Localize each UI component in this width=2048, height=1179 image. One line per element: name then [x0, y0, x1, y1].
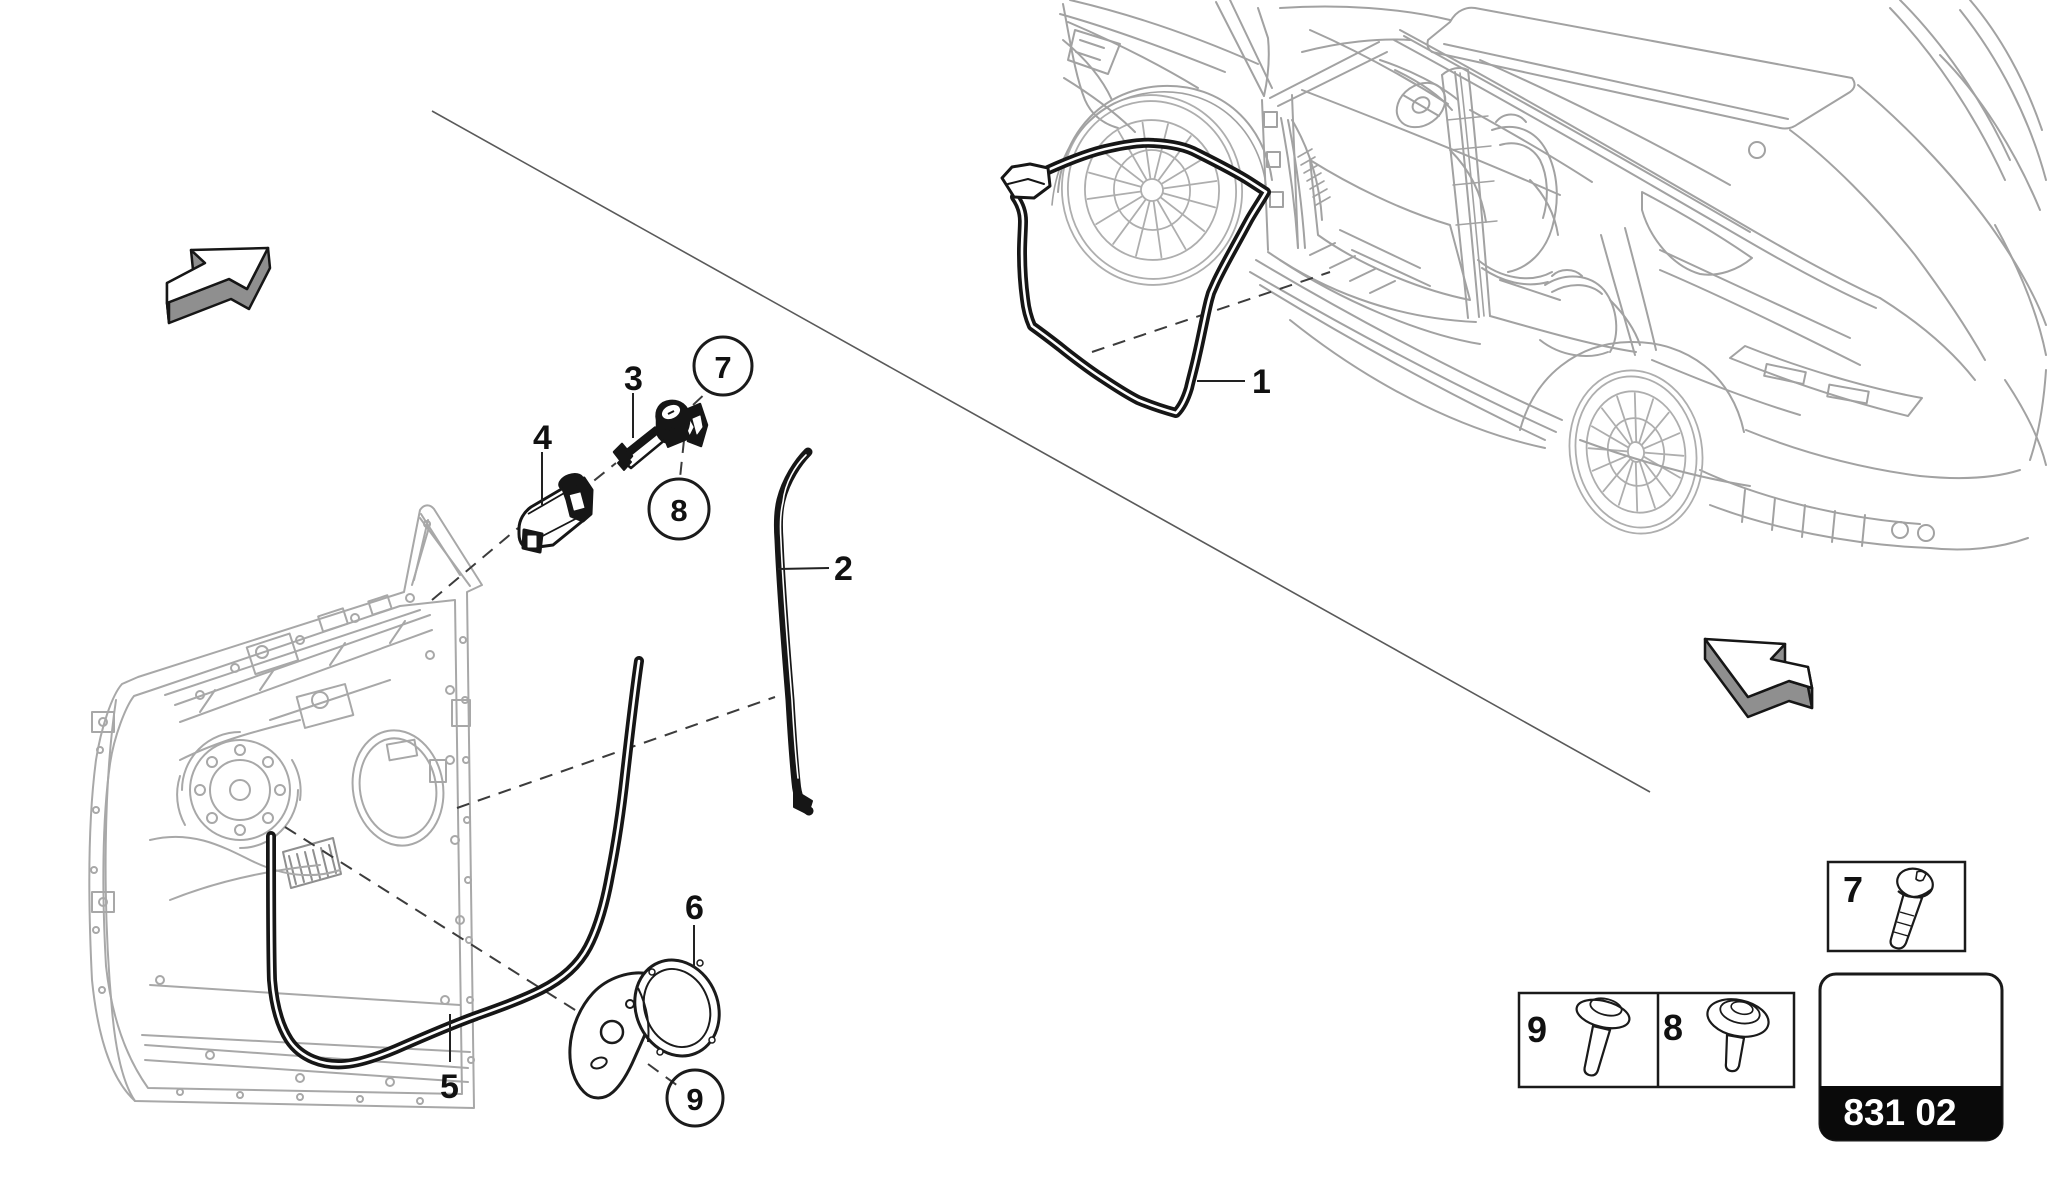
svg-text:2: 2 [834, 550, 853, 588]
svg-text:8: 8 [670, 493, 687, 528]
svg-text:6: 6 [685, 889, 704, 927]
svg-text:7: 7 [1843, 869, 1863, 910]
svg-text:4: 4 [533, 419, 552, 457]
svg-text:8: 8 [1663, 1007, 1683, 1048]
svg-text:1: 1 [1252, 363, 1271, 401]
svg-text:9: 9 [686, 1082, 703, 1117]
svg-text:9: 9 [1527, 1009, 1547, 1050]
svg-text:7: 7 [714, 350, 731, 385]
svg-text:3: 3 [624, 360, 643, 398]
svg-text:831 02: 831 02 [1843, 1092, 1956, 1133]
svg-text:5: 5 [440, 1068, 459, 1106]
